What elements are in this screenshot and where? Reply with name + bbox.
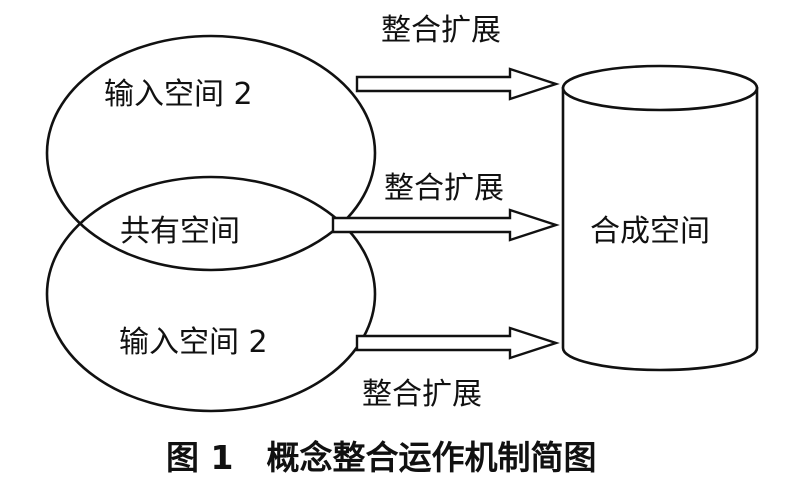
input-space-top-label: 输入空间 2 [104,77,253,112]
edge-label-bottom: 整合扩展 [362,377,482,412]
arrow-middle [331,208,560,242]
blended-space-label: 合成空间 [590,214,710,249]
arrow-top [355,67,560,101]
edge-label-middle: 整合扩展 [384,171,504,206]
shared-space-label: 共有空间 [120,214,240,249]
blended-space-cylinder [561,64,759,372]
arrow-bottom [355,326,560,360]
edge-label-top: 整合扩展 [381,13,501,48]
input-space-top-ellipse [45,34,377,272]
input-space-bottom-ellipse [45,175,377,413]
input-space-bottom-label: 输入空间 2 [119,325,268,360]
figure-caption: 图 1 概念整合运作机制简图 [166,438,596,477]
